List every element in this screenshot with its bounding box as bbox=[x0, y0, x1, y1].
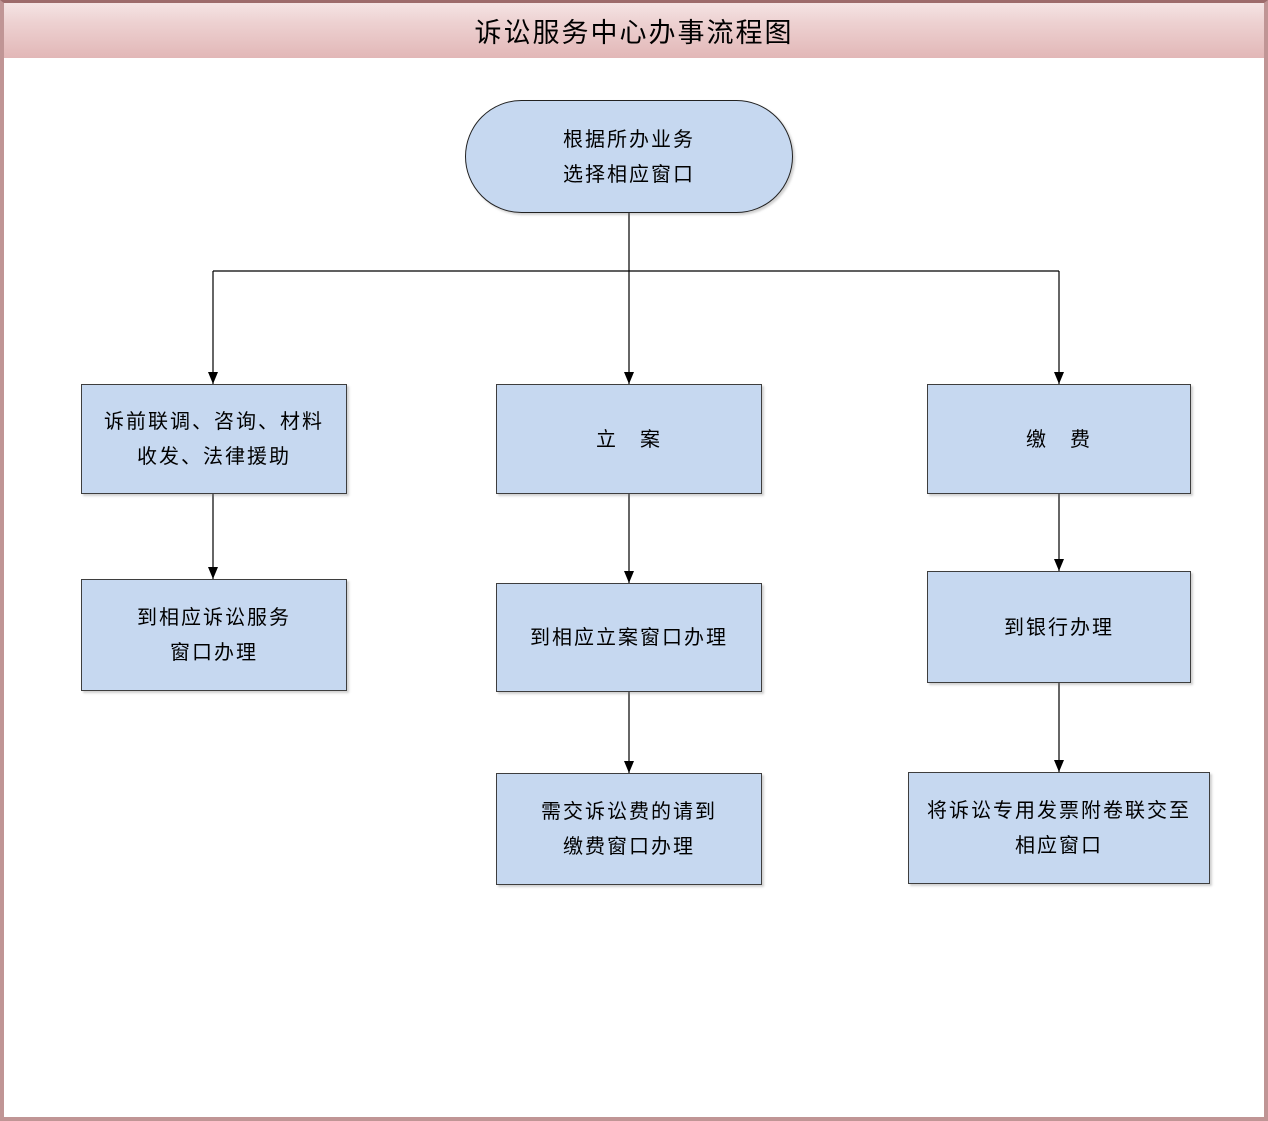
node-label: 诉前联调、咨询、材料 收发、法律援助 bbox=[104, 409, 324, 468]
node-label: 到相应诉讼服务 窗口办理 bbox=[137, 605, 291, 664]
node-submit-invoice-copy: 将诉讼专用发票附卷联交至 相应窗口 bbox=[908, 772, 1210, 884]
node-pay-fee-at-window: 需交诉讼费的请到 缴费窗口办理 bbox=[496, 773, 762, 885]
node-pre-litigation-services: 诉前联调、咨询、材料 收发、法律援助 bbox=[81, 384, 347, 494]
node-go-to-bank: 到银行办理 bbox=[927, 571, 1191, 683]
node-go-to-service-window: 到相应诉讼服务 窗口办理 bbox=[81, 579, 347, 691]
node-label: 需交诉讼费的请到 缴费窗口办理 bbox=[541, 799, 717, 858]
node-case-filing: 立 案 bbox=[496, 384, 762, 494]
page-title: 诉讼服务中心办事流程图 bbox=[474, 17, 794, 49]
start-node-label: 根据所办业务 选择相应窗口 bbox=[563, 126, 695, 186]
node-label: 缴 费 bbox=[1026, 426, 1092, 451]
node-fee-payment: 缴 费 bbox=[927, 384, 1191, 494]
start-node: 根据所办业务 选择相应窗口 bbox=[465, 100, 793, 213]
node-go-to-filing-window: 到相应立案窗口办理 bbox=[496, 583, 762, 692]
title-bar: 诉讼服务中心办事流程图 bbox=[0, 0, 1268, 58]
node-label: 到相应立案窗口办理 bbox=[530, 625, 728, 649]
node-label: 将诉讼专用发票附卷联交至 相应窗口 bbox=[927, 798, 1191, 857]
node-label: 立 案 bbox=[596, 426, 662, 451]
node-label: 到银行办理 bbox=[1004, 614, 1114, 639]
